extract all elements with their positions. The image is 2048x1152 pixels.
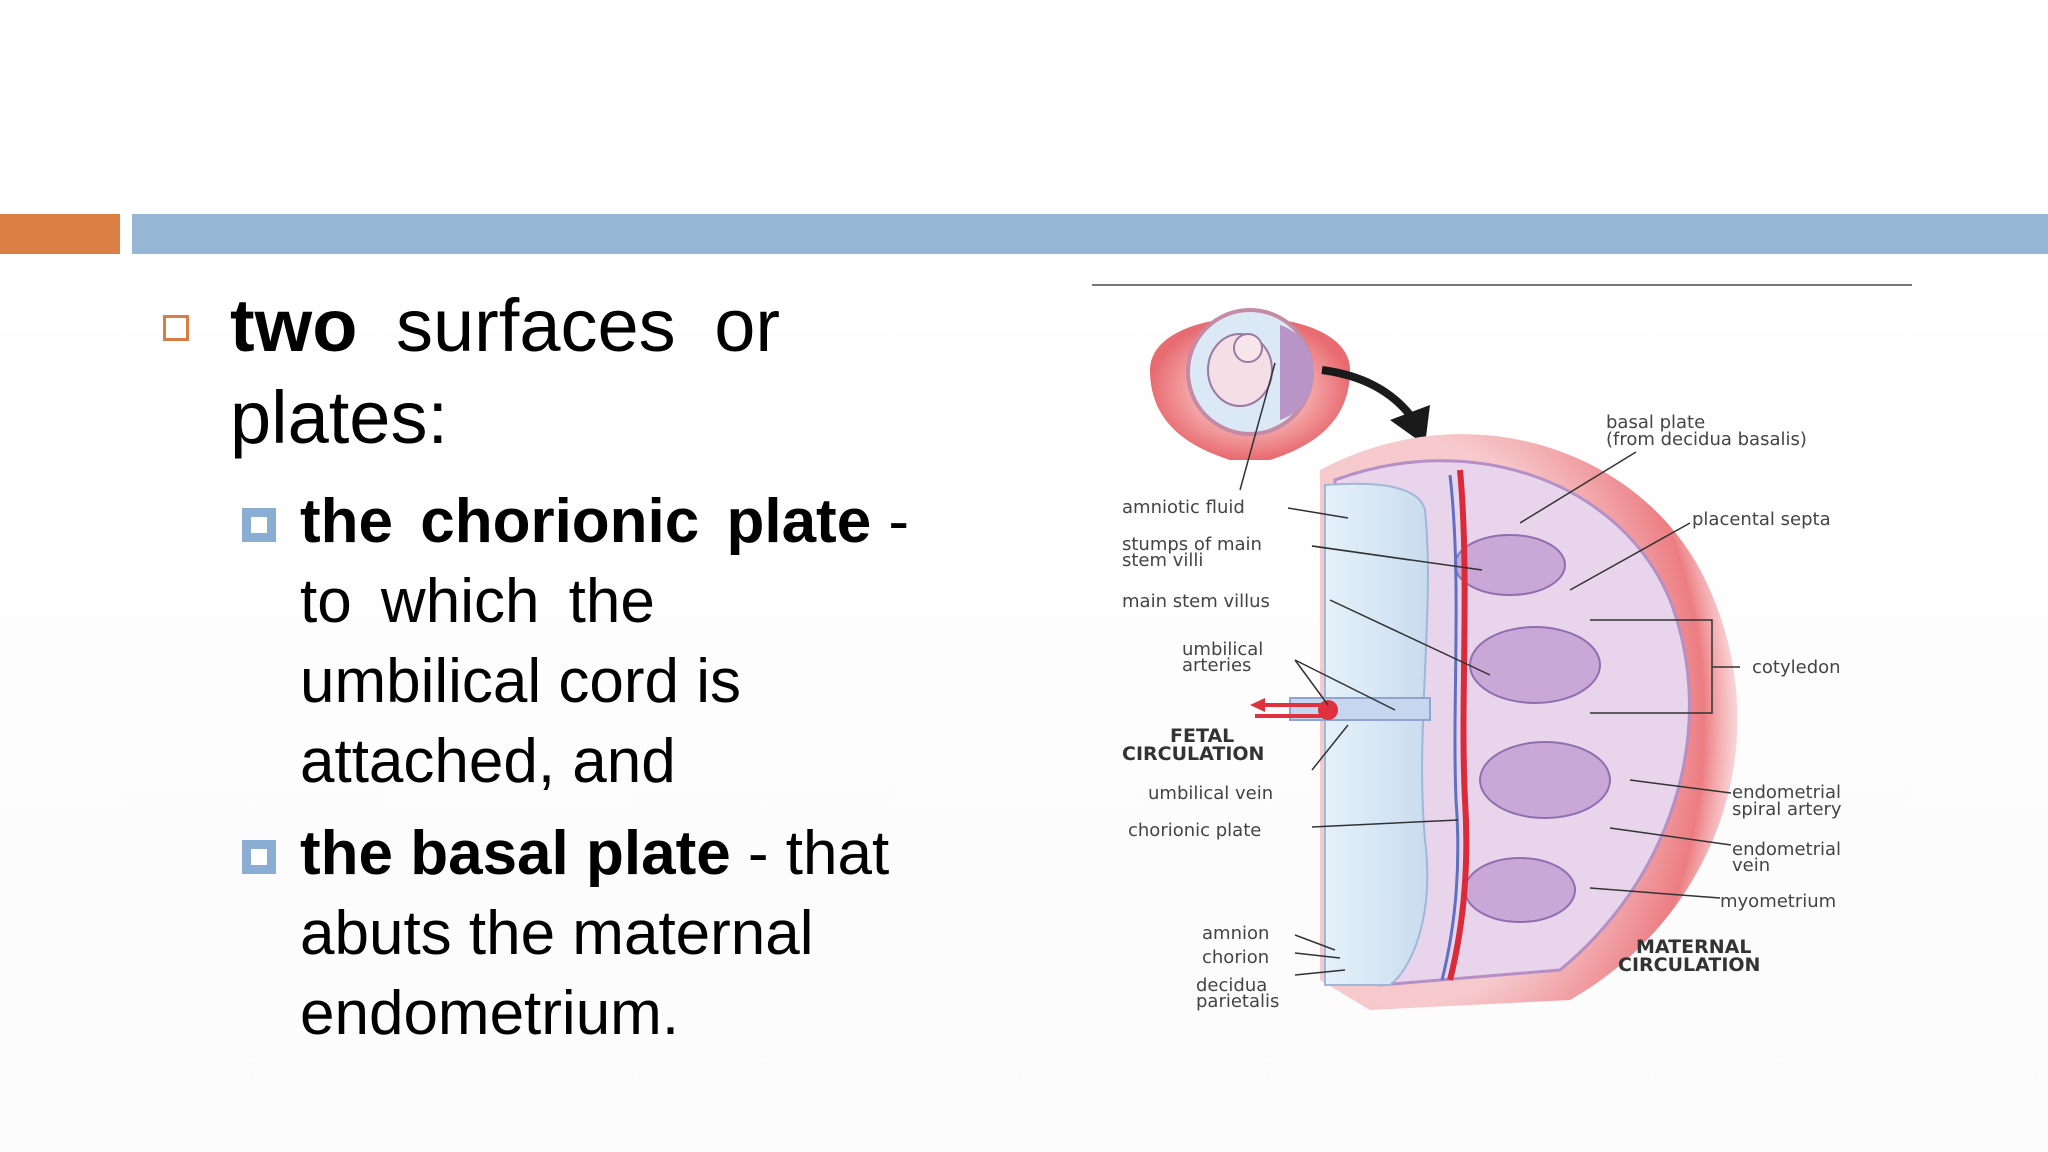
header-accent-bar [0,214,120,254]
square-bullet-icon [163,315,189,341]
label-endo-spiral-2: spiral artery [1732,799,1842,820]
chorionic-text-4: attached, and [300,727,676,796]
chorionic-text-3: umbilical cord is [300,647,742,716]
label-umb-art-1: umbilical [1182,639,1263,660]
label-stumps-1: stumps of main [1122,534,1262,555]
label-main-stem: main stem villus [1122,591,1270,612]
label-endo-vein-1: endometrial [1732,839,1841,860]
label-stumps-2: stem villi [1122,550,1203,571]
label-maternal-2: CIRCULATION [1618,954,1760,976]
bullet-main-text-2: plates: [230,376,449,459]
square-bullet-icon [242,508,276,542]
cotyledon-lobes [1454,534,1611,923]
label-basal-2: (from decidua basalis) [1606,429,1807,450]
basal-plate-term: the basal plate [300,819,731,888]
label-myometrium: myometrium [1720,891,1836,912]
leader-lines [1239,362,1740,976]
basal-text-2: abuts the maternal [300,899,814,968]
label-chorionic-plate: chorionic plate [1128,820,1261,841]
label-placental-septa: placental septa [1692,509,1831,530]
bullet-main-text: surfaces or [357,284,780,367]
label-endo-vein-2: vein [1732,855,1770,876]
chorionic-text-1: - [871,487,910,556]
label-umbilical-vein: umbilical vein [1148,783,1273,804]
placenta-diagram: amniotic fluid stumps of main stem villi… [1092,284,1912,1012]
label-decidua-2: parietalis [1196,991,1279,1012]
basal-text-1: - that [730,819,890,888]
bullet-main-bold: two [230,284,358,367]
label-cotyledon: cotyledon [1752,657,1841,678]
chorionic-plate-term: the chorionic plate [300,487,872,556]
bullet-list: two surfaces or plates: the chorionic pl… [150,280,1050,1054]
label-fetal-2: CIRCULATION [1122,743,1264,765]
label-maternal-1: MATERNAL [1636,936,1751,958]
bullet-item-main: two surfaces or plates: [150,280,1050,464]
bullet-item-basal: the basal plate - that abuts the materna… [242,814,1050,1054]
umbilical-cord [1250,697,1431,721]
label-endo-spiral-1: endometrial [1732,782,1841,803]
basal-text-3: endometrium. [300,979,680,1048]
label-fetal-1: FETAL [1170,725,1234,747]
label-decidua-1: decidua [1196,975,1267,996]
label-umb-art-2: arteries [1182,655,1251,676]
label-amniotic-fluid: amniotic fluid [1122,497,1245,518]
label-chorion: chorion [1202,947,1269,968]
bullet-item-chorionic: the chorionic plate - to which the umbil… [242,482,1050,802]
small-uterus-icon [1150,308,1350,460]
chorionic-vessels [1447,469,1470,981]
square-bullet-icon [242,840,276,874]
label-basal-1: basal plate [1606,412,1705,433]
header-bar [132,214,2048,254]
label-amnion: amnion [1202,923,1269,944]
chorionic-text-2: to which the [300,567,655,636]
arrow-icon [1321,366,1430,445]
